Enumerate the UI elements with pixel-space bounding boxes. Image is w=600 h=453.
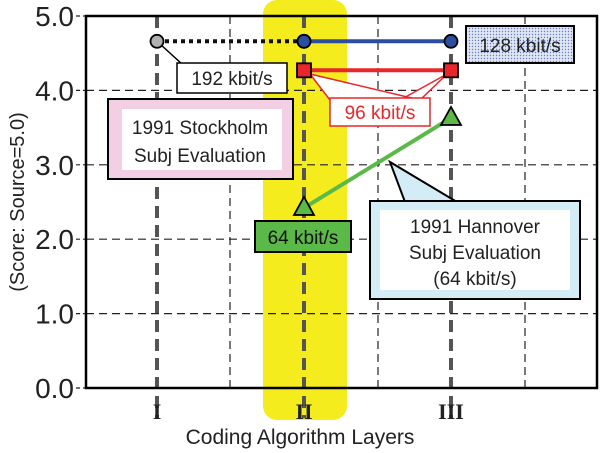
hannover-annotation-pointer: [388, 159, 461, 203]
stockholm-annotation-line2: Subj Evaluation: [134, 146, 266, 167]
label-128: 128 kbit/s: [479, 36, 560, 57]
hannover-annotation-line3: (64 kbit/s): [433, 269, 516, 290]
plot-frame: [84, 14, 599, 390]
hannover-annotation-inner: [380, 210, 570, 290]
y-axis-label: (Score: Source=5.0): [7, 112, 29, 292]
label-96-pointer: [308, 72, 448, 101]
stockholm-annotation-line1: 1991 Stockholm: [132, 118, 268, 139]
x-axis-label: Coding Algorithm Layers: [186, 426, 415, 449]
data-point-triangle: [292, 195, 316, 216]
series-line: [302, 116, 453, 210]
y-tick-label: 5.0: [35, 1, 74, 32]
hannover-annotation-line2: Subj Evaluation: [409, 243, 541, 264]
data-point-circle: [443, 33, 459, 49]
label-64-box: [254, 220, 352, 253]
label-96-box: [329, 97, 431, 127]
y-tick-label: 4.0: [35, 75, 74, 106]
data-point-circle: [296, 33, 312, 49]
label-192: 192 kbit/s: [191, 69, 272, 90]
data-point-square: [443, 62, 459, 79]
stockholm-annotation-inner: [122, 109, 282, 170]
label-64: 64 kbit/s: [268, 228, 339, 249]
y-tick-label: 2.0: [35, 224, 74, 255]
y-tick-label: 0.0: [35, 373, 74, 404]
x-tick-label: II: [295, 399, 312, 424]
data-point-circle: [149, 33, 165, 49]
x-tick-label: I: [153, 399, 162, 424]
label-128-box: [465, 25, 575, 64]
x-tick-label: III: [438, 399, 464, 424]
hannover-annotation-line1: 1991 Hannover: [410, 217, 541, 238]
y-tick-label: 1.0: [35, 299, 74, 330]
data-point-triangle: [439, 105, 463, 126]
y-tick-label: 3.0: [35, 150, 74, 181]
label-192-box: [176, 62, 288, 94]
label-96: 96 kbit/s: [345, 103, 416, 124]
label-192-pointer: [159, 43, 200, 65]
data-point-square: [296, 62, 312, 79]
